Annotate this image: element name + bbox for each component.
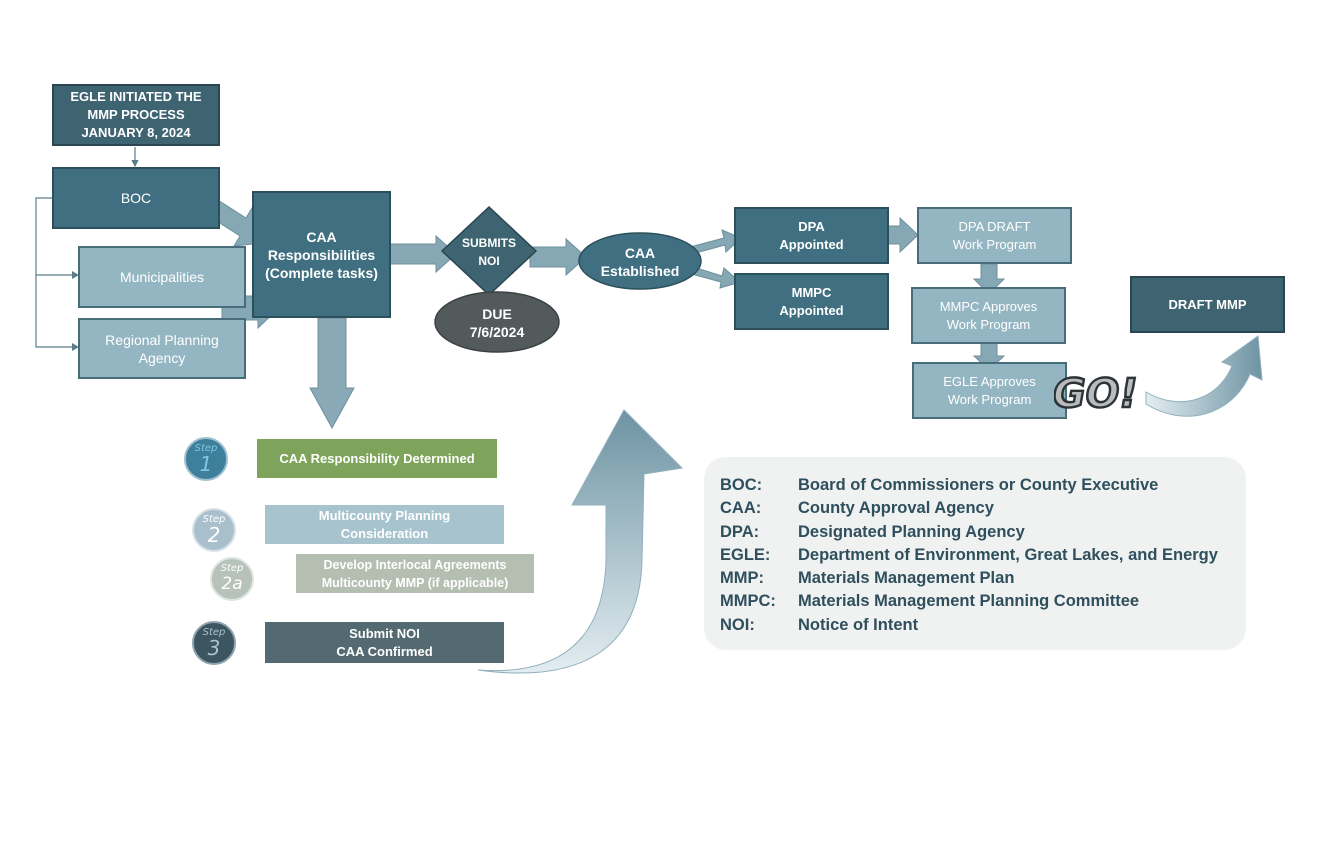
step-2-word: Step [202,514,226,525]
caa-established-label: CAA Established [600,245,680,279]
legend-row-boc: BOC: Board of Commissioners or County Exe… [720,474,1246,497]
due-ellipse [434,291,560,353]
step-2-bar: Multicounty Planning Consideration [265,505,504,544]
step-2a-number: 2a [221,574,243,594]
step-2a-circle: Step 2a [210,557,254,601]
abbreviation-legend: BOC: Board of Commissioners or County Exe… [704,457,1246,650]
due-label: DUE 7/6/2024 [469,306,525,340]
legend-abbr: NOI: [720,615,755,634]
submits-noi-label: SUBMITS NOI [462,236,516,268]
submits-to-established-arrow [529,237,587,277]
caa-established-ellipse [578,232,702,290]
big-curved-arrow [477,409,684,674]
step-3-bar: Submit NOI CAA Confirmed [265,622,504,663]
step-2a-word: Step [220,563,244,574]
step-1-bar: CAA Responsibility Determined [257,439,497,478]
legend-meaning: Department of Environment, Great Lakes, … [798,545,1218,564]
legend-row-mmp: MMP: Materials Management Plan [720,567,1246,590]
legend-row-dpa: DPA: Designated Planning Agency [720,521,1246,544]
step-1-circle: Step 1 [184,437,228,481]
step-3-circle: Step 3 [192,621,236,665]
legend-row-mmpc: MMPC: Materials Management Planning Commi… [720,590,1246,613]
egle-initiated-box: EGLE INITIATED THE MMP PROCESS JANUARY 8… [52,84,220,146]
dpa-draft-box: DPA DRAFT Work Program [917,207,1072,264]
step-1-word: Step [194,443,218,454]
step-3-word: Step [202,627,226,638]
caa-responsibilities-box: CAA Responsibilities (Complete tasks) [252,191,391,318]
legend-meaning: Designated Planning Agency [798,522,1025,541]
draft-to-mmpc-approves-arrow [972,263,1006,295]
legend-abbr: BOC: [720,476,763,494]
regional-planning-box: Regional Planning Agency [78,318,246,379]
branch-arrowhead-municipalities [72,271,79,279]
boc-branch-connector [35,197,76,348]
step-2-number: 2 [207,523,221,547]
legend-row-noi: NOI: Notice of Intent [720,614,1246,637]
draft-mmp-box: DRAFT MMP [1130,276,1285,333]
step-2-circle: Step 2 [192,508,236,552]
step-2a-bar: Develop Interlocal Agreements Multicount… [296,554,534,593]
legend-row-caa: CAA: County Approval Agency [720,497,1246,520]
caa-down-arrow [309,317,355,430]
legend-meaning: Materials Management Plan [798,569,1015,588]
branch-arrowhead-regional [72,343,79,351]
legend-meaning: County Approval Agency [798,499,994,518]
mmpc-approves-box: MMPC Approves Work Program [911,287,1066,344]
municipalities-box: Municipalities [78,246,246,308]
legend-meaning: Materials Management Planning Committee [798,592,1140,611]
legend-abbr: MMPC: [720,592,776,611]
legend-abbr: EGLE: [720,545,771,564]
legend-meaning: Notice of Intent [798,615,919,634]
legend-abbr: CAA: [720,499,762,518]
go-graphic: GO! [1054,369,1143,418]
boc-box: BOC [52,167,220,229]
caa-to-submits-arrow [389,234,457,274]
egle-approves-box: EGLE Approves Work Program [912,362,1067,419]
go-curved-arrow [1145,335,1263,417]
legend-abbr: MMP: [720,569,764,588]
dpa-appointed-box: DPA Appointed [734,207,889,264]
legend-abbr: DPA: [720,522,760,541]
step-1-number: 1 [199,452,213,476]
legend-meaning: Board of Commissioners or County Executi… [798,476,1159,494]
step-3-number: 3 [207,636,221,660]
go-text: GO! [1054,370,1142,417]
legend-row-egle: EGLE: Department of Environment, Great La… [720,544,1246,567]
mmpc-appointed-box: MMPC Appointed [734,273,889,330]
